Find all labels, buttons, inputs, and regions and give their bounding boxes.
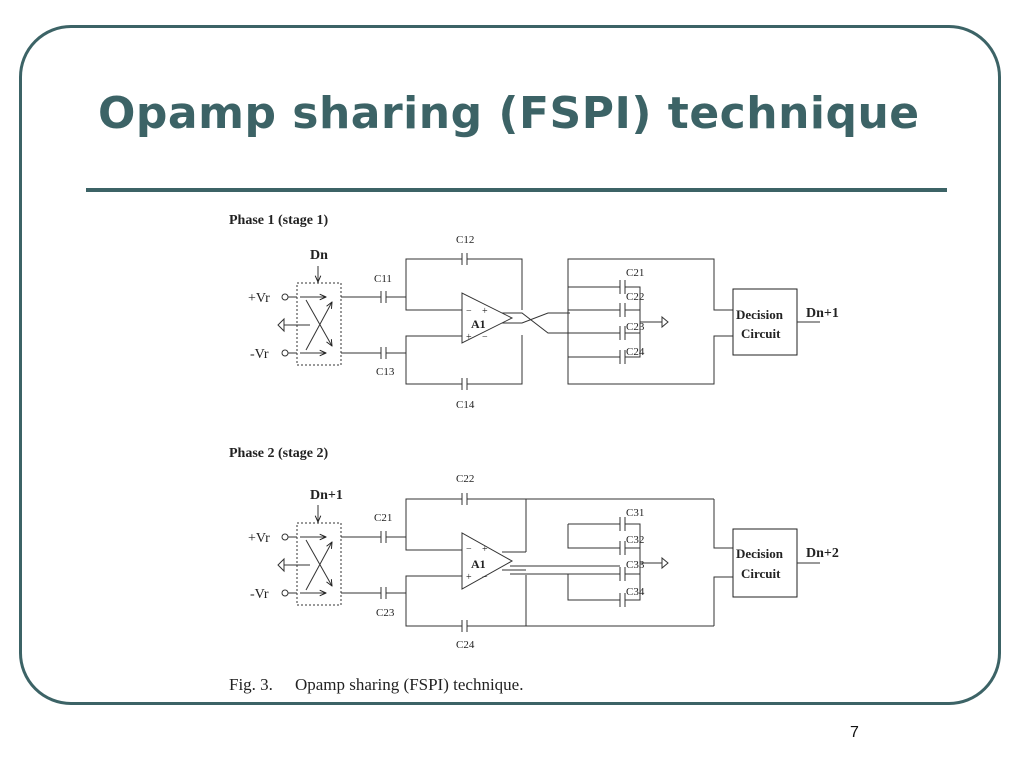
svg-text:+: +: [466, 572, 472, 583]
phase2-input-neg-label: -Vr: [250, 587, 269, 602]
phase2-cap-out-label: C33: [626, 559, 645, 571]
phase2-switch-control-label: Dn+1: [310, 488, 343, 503]
phase1-switch-control-label: Dn: [310, 248, 328, 263]
phase2-heading: Phase 2 (stage 2): [229, 446, 328, 461]
phase1-diagram: [277, 253, 820, 390]
svg-text:+: +: [482, 306, 488, 317]
phase2-cap-c23-label: C23: [376, 607, 395, 619]
phase1-cap-out-label: C23: [626, 321, 645, 333]
phase2-cap-out-label: C32: [626, 534, 644, 546]
phase1-input-pos-label: +Vr: [248, 291, 270, 306]
phase1-input-neg-label: -Vr: [250, 347, 269, 362]
phase2-decision-label-2: Circuit: [741, 566, 781, 581]
phase1-input-pos-terminal: [281, 293, 289, 301]
phase1-input-neg-terminal: [281, 349, 289, 357]
figure-caption-label: Fig. 3.: [229, 675, 273, 694]
phase2-decision-box: [732, 528, 798, 598]
phase1-output-label: Dn+1: [806, 306, 839, 321]
phase2-cap-out-label: C34: [626, 586, 645, 598]
title-divider: [86, 188, 947, 192]
phase1-decision-label-2: Circuit: [741, 326, 781, 341]
phase2-cap-out-label: C31: [626, 507, 644, 519]
svg-text:+: +: [482, 544, 488, 555]
phase1-heading: Phase 1 (stage 1): [229, 213, 328, 228]
slide-title: Opamp sharing (FSPI) technique: [98, 88, 920, 139]
phase2-input-pos-label: +Vr: [248, 531, 270, 546]
svg-text:−: −: [466, 544, 472, 555]
phase2-input-pos-terminal: [281, 533, 289, 541]
phase2-cap-c24-label: C24: [456, 639, 475, 651]
phase1-cap-c14-label: C14: [456, 399, 475, 411]
phase1-decision-label-1: Decision: [736, 307, 784, 322]
svg-text:+: +: [466, 332, 472, 343]
phase2-switch-box: [296, 522, 342, 606]
phase1-switch-box: [296, 282, 342, 366]
phase2-cap-c21-label: C21: [374, 512, 392, 524]
phase2-diagram: [277, 493, 820, 632]
figure-caption: Fig. 3. Opamp sharing (FSPI) technique.: [229, 675, 523, 695]
phase2-labels: Phase 2 (stage 2) Dn+1 +Vr -Vr C21 C23 C…: [229, 446, 839, 651]
svg-text:−: −: [482, 572, 488, 583]
phase1-cap-out-label: C21: [626, 267, 644, 279]
phase2-opamp: [461, 532, 514, 590]
svg-text:−: −: [466, 306, 472, 317]
slide-frame: [19, 25, 1001, 705]
phase1-opamp-label: A1: [471, 317, 486, 331]
phase1-cap-out-label: C22: [626, 291, 644, 303]
phase1-opamp: [461, 292, 514, 344]
page-number: 7: [850, 724, 859, 741]
svg-text:−: −: [482, 332, 488, 343]
phase1-labels: Phase 1 (stage 1) Dn +Vr -Vr C11 C13 C12…: [229, 213, 839, 411]
phase2-opamp-label: A1: [471, 557, 486, 571]
phase1-cap-c11-label: C11: [374, 273, 392, 285]
phase1-cap-out-label: C24: [626, 346, 645, 358]
phase2-decision-label-1: Decision: [736, 546, 784, 561]
phase2-input-neg-terminal: [281, 589, 289, 597]
phase2-cap-c22-label: C22: [456, 473, 474, 485]
phase1-cap-c13-label: C13: [376, 366, 395, 378]
phase1-decision-box: [732, 288, 798, 356]
figure-caption-text: Opamp sharing (FSPI) technique.: [294, 675, 524, 694]
phase2-output-label: Dn+2: [806, 546, 839, 561]
phase1-cap-c12-label: C12: [456, 234, 474, 246]
